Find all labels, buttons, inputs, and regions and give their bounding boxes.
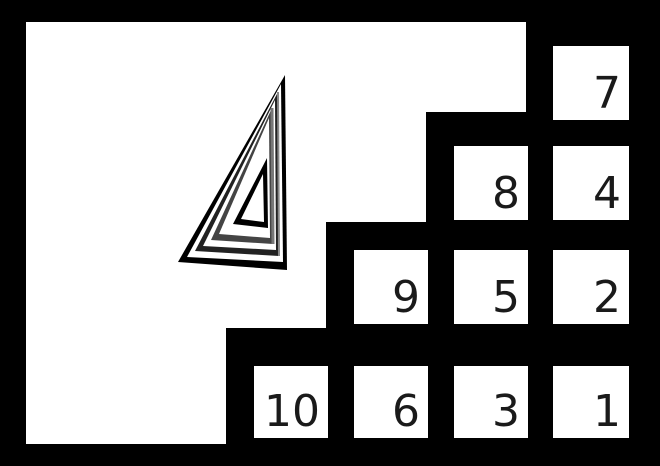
tile-4[interactable]: 4 — [553, 146, 629, 220]
tile-5[interactable]: 5 — [454, 250, 528, 324]
tile-9[interactable]: 9 — [354, 250, 428, 324]
tile-number: 1 — [593, 390, 621, 434]
tile-number: 3 — [492, 390, 520, 434]
drafting-triangle-icon — [175, 70, 297, 270]
tile-number: 7 — [593, 72, 621, 116]
tile-number: 9 — [392, 276, 420, 320]
tile-number: 8 — [492, 172, 520, 216]
tile-number: 6 — [392, 390, 420, 434]
tile-number: 4 — [593, 172, 621, 216]
tile-2[interactable]: 2 — [553, 250, 629, 324]
open-area-bottom — [26, 328, 226, 444]
tile-1[interactable]: 1 — [553, 366, 629, 438]
tile-number: 10 — [264, 390, 320, 434]
tile-10[interactable]: 10 — [254, 366, 328, 438]
tile-3[interactable]: 3 — [454, 366, 528, 438]
tile-number: 5 — [492, 276, 520, 320]
tile-7[interactable]: 7 — [553, 46, 629, 120]
tile-8[interactable]: 8 — [454, 146, 528, 220]
tile-6[interactable]: 6 — [354, 366, 428, 438]
tile-number: 2 — [593, 276, 621, 320]
